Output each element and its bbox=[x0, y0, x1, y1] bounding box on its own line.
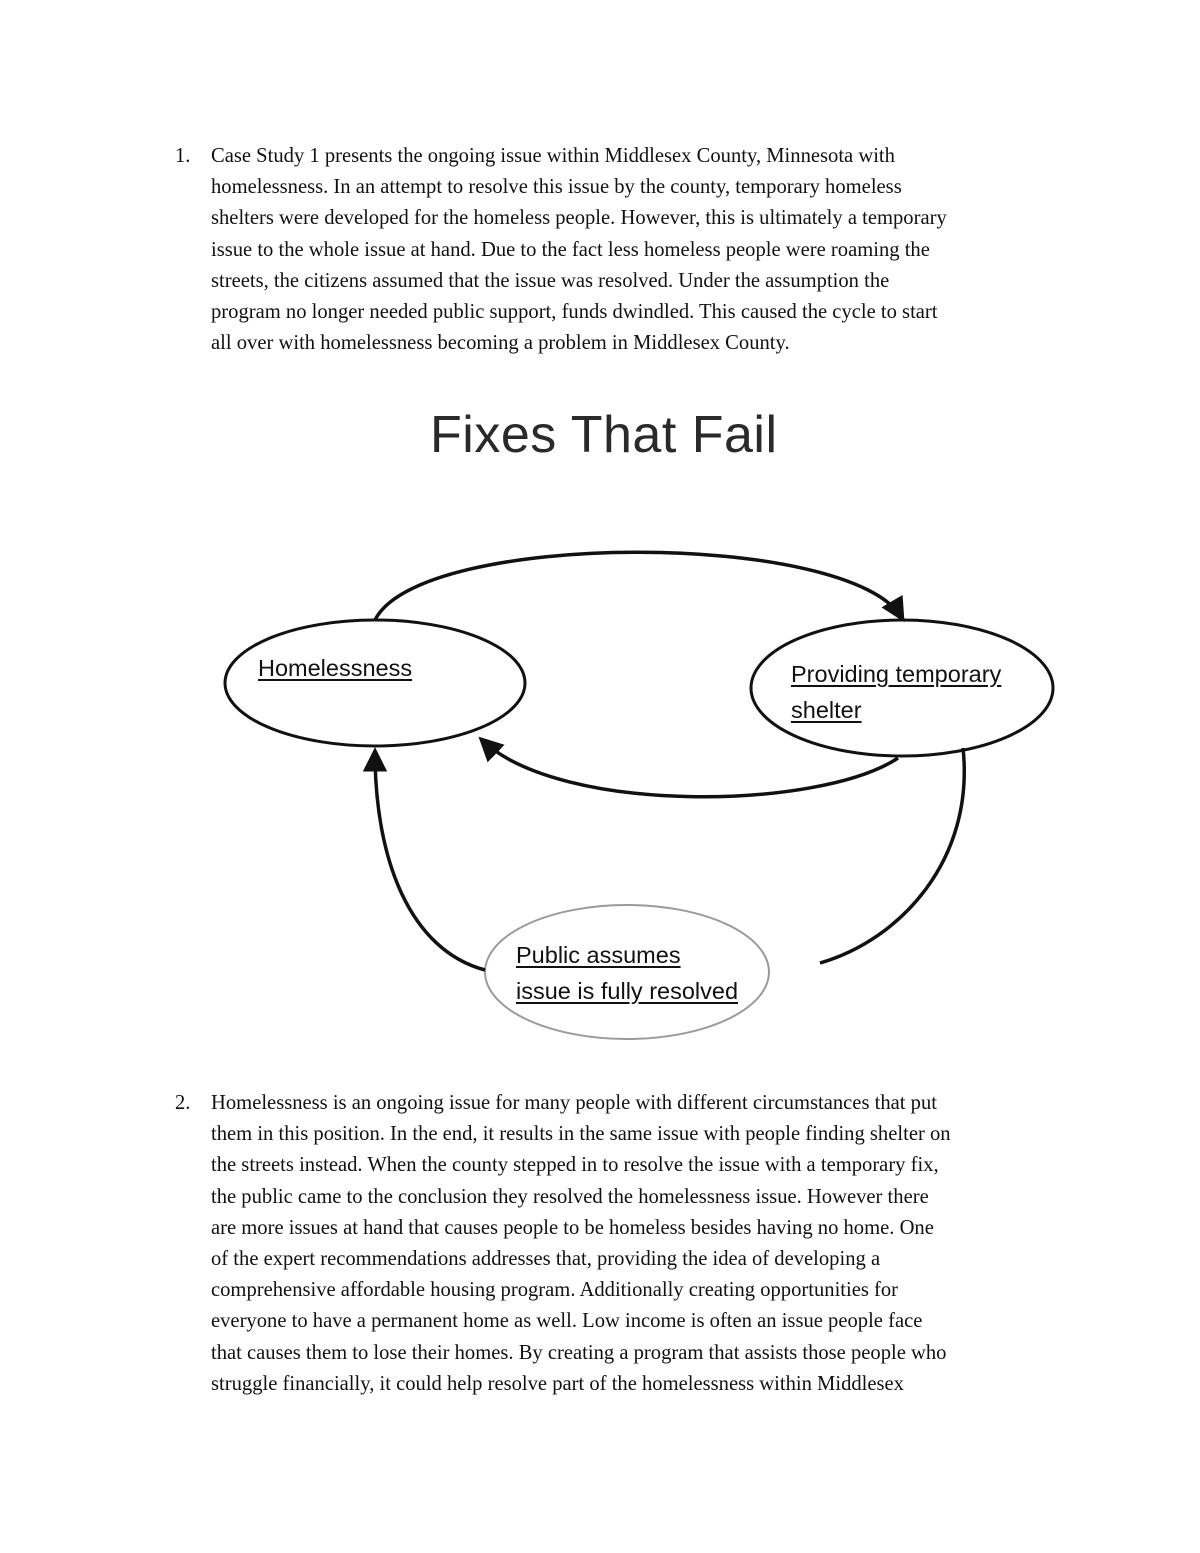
paragraph-2: Homelessness is an ongoing issue for man… bbox=[211, 1088, 1071, 1400]
paragraph-1-line: program no longer needed public support,… bbox=[211, 301, 938, 324]
public-label: Public assumes issue is fully resolved bbox=[516, 937, 738, 1009]
paragraph-1-line: Case Study 1 presents the ongoing issue … bbox=[211, 145, 895, 167]
shelter-label: Providing temporary shelter bbox=[791, 656, 1001, 728]
paragraph-1-line: streets, the citizens assumed that the i… bbox=[211, 269, 890, 292]
public-node bbox=[484, 904, 770, 1040]
list-number-1: 1. bbox=[175, 145, 191, 167]
shelter-label-line: shelter bbox=[791, 697, 862, 723]
list-number-2: 2. bbox=[175, 1092, 191, 1114]
paragraph-1: Case Study 1 presents the ongoing issue … bbox=[211, 141, 1071, 359]
paragraph-2-line: Homelessness is an ongoing issue for man… bbox=[211, 1092, 937, 1114]
paragraph-2-line: them in this position. In the end, it re… bbox=[211, 1123, 951, 1146]
paragraph-1-line: homelessness. In an attempt to resolve t… bbox=[211, 176, 902, 199]
shelter-label-line: Providing temporary bbox=[791, 661, 1002, 687]
paragraph-2-line: everyone to have a permanent home as wel… bbox=[211, 1310, 923, 1333]
paragraph-2-line: the streets instead. When the county ste… bbox=[211, 1154, 939, 1177]
paragraph-2-line: of the expert recommendations addresses … bbox=[211, 1248, 881, 1271]
diagram-title: Fixes That Fail bbox=[430, 406, 778, 464]
homelessness-label: Homelessness bbox=[258, 650, 412, 686]
paragraph-2-line: the public came to the conclusion they r… bbox=[211, 1185, 929, 1208]
public-label-line: issue is fully resolved bbox=[516, 978, 739, 1004]
paragraph-2-line: struggle financially, it could help reso… bbox=[211, 1372, 904, 1395]
arrow-shelter-to-homelessness bbox=[478, 736, 899, 799]
paragraph-2-line: comprehensive affordable housing program… bbox=[211, 1279, 899, 1302]
arrow-public-to-homelessness bbox=[362, 747, 486, 972]
paragraph-1-line: shelters were developed for the homeless… bbox=[211, 207, 947, 230]
paragraph-1-line: issue to the whole issue at hand. Due to… bbox=[211, 238, 930, 261]
paragraph-2-line: are more issues at hand that causes peop… bbox=[211, 1216, 934, 1239]
paragraph-2-line: that causes them to lose their homes. By… bbox=[211, 1341, 947, 1364]
paragraph-1-line: all over with homelessness becoming a pr… bbox=[211, 332, 790, 355]
homelessness-label-line: Homelessness bbox=[258, 655, 413, 681]
public-label-line: Public assumes bbox=[516, 942, 681, 968]
arrow-homelessness-to-shelter bbox=[373, 550, 905, 623]
arrow-shelter-to-public bbox=[819, 747, 966, 965]
